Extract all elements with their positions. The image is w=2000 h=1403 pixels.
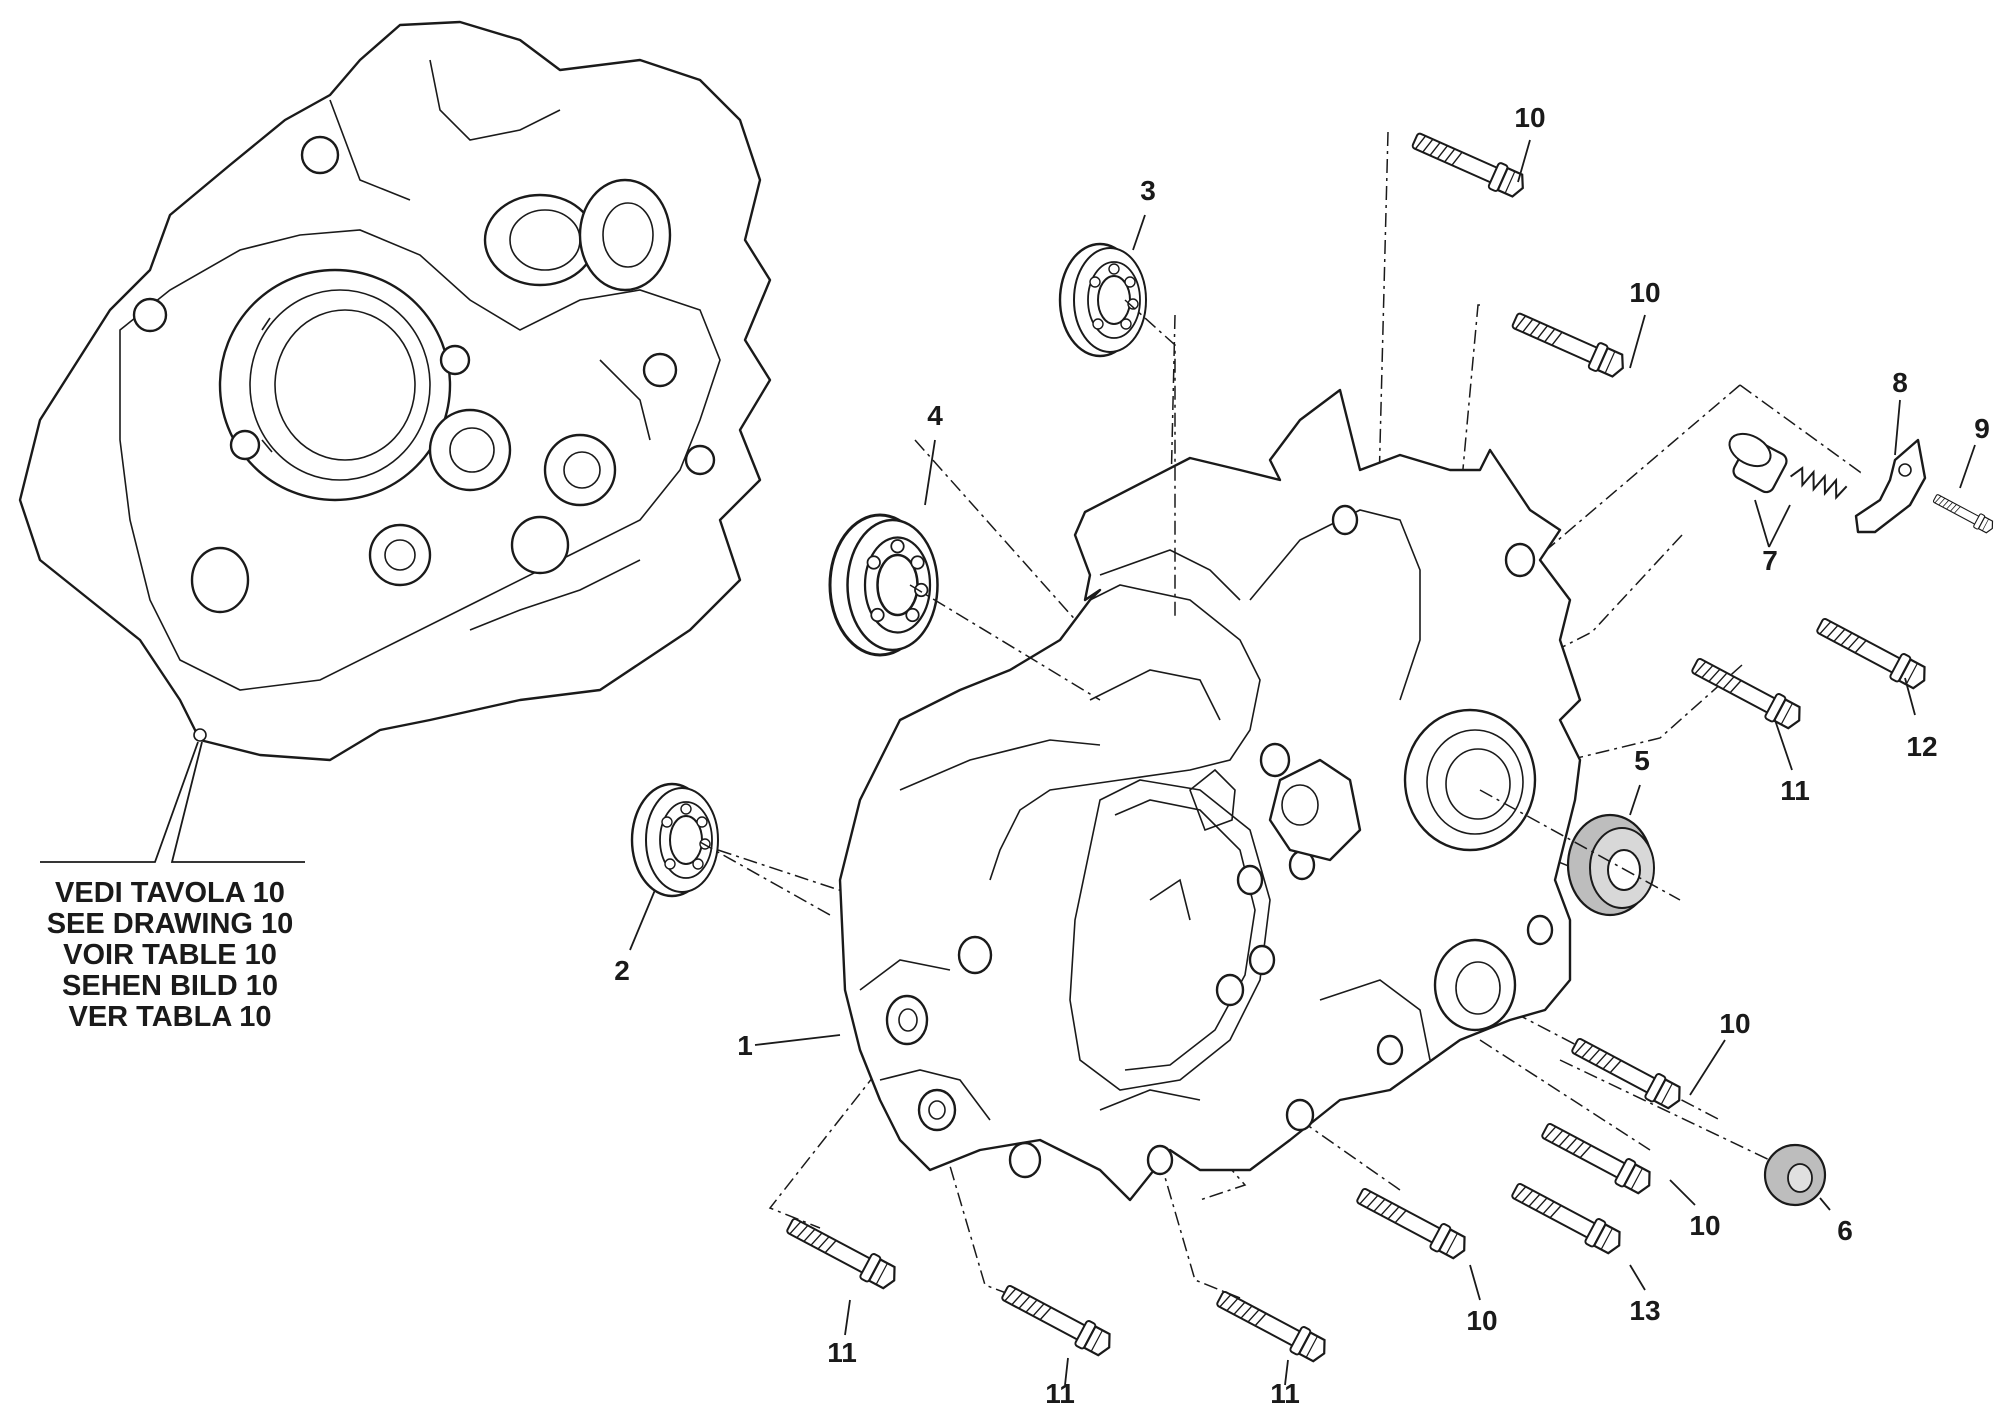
callout-4: 4 xyxy=(927,400,943,431)
bolt-12 xyxy=(1812,611,1932,694)
seal-5-axis xyxy=(1479,789,1681,901)
callout-10-right: 10 xyxy=(1719,1008,1750,1039)
plunger-spring-part-7 xyxy=(1728,432,1848,500)
callout-2: 2 xyxy=(614,955,630,986)
callout-10-upper: 10 xyxy=(1629,277,1660,308)
callout-labels: 1 2 3 4 5 6 7 8 9 10 10 10 10 10 11 11 1… xyxy=(614,102,1990,1403)
reference-line-it: VEDI TAVOLA 10 xyxy=(55,877,285,909)
bearing-4-axis xyxy=(909,584,1101,701)
callout-11-center: 11 xyxy=(1045,1378,1075,1403)
bearing-3-axis xyxy=(1124,299,1176,620)
callout-6: 6 xyxy=(1837,1215,1853,1246)
crankcase-half-part-1 xyxy=(838,388,1582,1202)
callout-5: 5 xyxy=(1634,745,1650,776)
bolt-13 xyxy=(1507,1176,1627,1259)
bearing-part-2 xyxy=(630,782,720,898)
bearing-part-4 xyxy=(828,513,939,657)
callout-11-left: 11 xyxy=(827,1337,857,1368)
bracket-part-8 xyxy=(1854,438,1927,534)
callout-8: 8 xyxy=(1892,367,1908,398)
bolt-10-mid xyxy=(1537,1116,1657,1199)
bearing-part-3 xyxy=(1058,242,1148,358)
bolt-11-left xyxy=(782,1211,902,1294)
bolt-11-right-bottom xyxy=(1212,1284,1332,1367)
bolt-11-right xyxy=(1687,651,1807,734)
left-crankcase-half xyxy=(18,20,772,762)
callout-9: 9 xyxy=(1974,413,1990,444)
reference-line-de: SEHEN BILD 10 xyxy=(62,970,278,1002)
reference-line-es: VER TABLA 10 xyxy=(68,1001,271,1033)
callout-12: 12 xyxy=(1906,731,1937,762)
reference-line-en: SEE DRAWING 10 xyxy=(47,908,294,940)
oil-seal-part-5 xyxy=(1566,813,1655,917)
callout-10-bottom: 10 xyxy=(1466,1305,1497,1336)
bearing-2-axis xyxy=(699,841,831,916)
callout-7: 7 xyxy=(1762,545,1778,576)
reference-note: VEDI TAVOLA 10 SEE DRAWING 10 VOIR TABLE… xyxy=(47,877,294,1033)
washer-part-6 xyxy=(1763,1143,1827,1207)
bolt-10-top xyxy=(1408,126,1530,202)
bolt-10-upper xyxy=(1508,306,1630,382)
callout-13: 13 xyxy=(1629,1295,1660,1326)
bolt-9 xyxy=(1930,490,1997,536)
callout-11-right: 11 xyxy=(1780,775,1810,806)
bolt-10-bottom xyxy=(1352,1181,1472,1264)
callout-1: 1 xyxy=(737,1030,753,1061)
callout-3: 3 xyxy=(1140,175,1156,206)
callout-10-top: 10 xyxy=(1514,102,1545,133)
bolt-11-center xyxy=(997,1278,1117,1361)
callout-leaders xyxy=(629,139,1976,1386)
callout-10-mid: 10 xyxy=(1689,1210,1720,1241)
callout-11-right-bottom: 11 xyxy=(1270,1378,1300,1403)
reference-line-fr: VOIR TABLE 10 xyxy=(63,939,277,971)
reference-leader xyxy=(40,741,305,863)
